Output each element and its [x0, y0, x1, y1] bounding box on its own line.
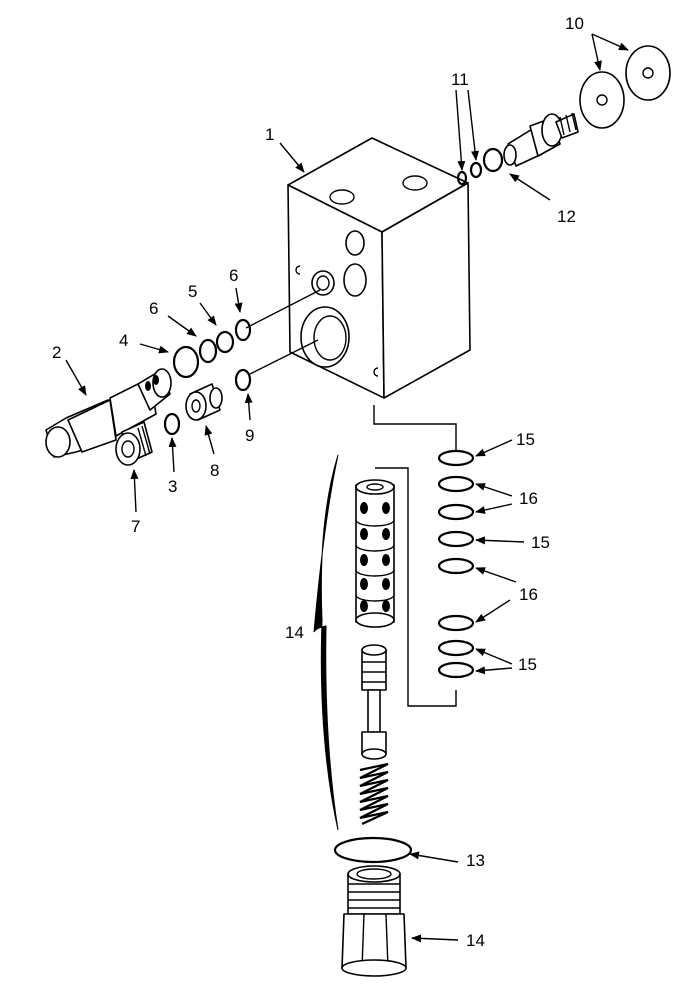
- ring-16-b: [437, 503, 475, 521]
- callout-16-bottom: 16: [519, 585, 538, 604]
- ring-16-c: [437, 557, 475, 575]
- spool: [361, 644, 387, 760]
- callout-15-bottom: 15: [518, 655, 537, 674]
- o-ring-9: [234, 368, 252, 392]
- backup-ring-6-right: [234, 318, 252, 342]
- valve-body-block: [287, 137, 471, 399]
- callout-12: 12: [557, 207, 576, 226]
- backup-ring-6-left: [198, 338, 218, 364]
- ring-11-right: [469, 161, 483, 179]
- ring-16-d: [437, 614, 475, 632]
- o-ring-13: [333, 836, 413, 864]
- ring-15-b: [437, 530, 475, 548]
- o-ring-12: [482, 147, 504, 173]
- callout-14-nut: 14: [466, 931, 485, 950]
- callout-15-top: 15: [516, 430, 535, 449]
- ring-16-a: [437, 475, 475, 493]
- callout-14-brace: 14: [285, 623, 304, 642]
- relief-valve-cartridge: [45, 368, 172, 458]
- assembly-brace-14: [313, 454, 339, 831]
- spring: [359, 762, 389, 825]
- callout-5: 5: [188, 282, 197, 301]
- callout-4: 4: [119, 331, 128, 350]
- callout-2: 2: [52, 343, 61, 362]
- callout-11: 11: [451, 70, 469, 89]
- callout-3: 3: [168, 477, 177, 496]
- callout-16-top: 16: [519, 489, 538, 508]
- o-ring-5: [215, 330, 235, 354]
- callout-7: 7: [131, 517, 140, 536]
- spool-sleeve: [355, 479, 395, 628]
- leader-sleeve-to-rings: [375, 467, 457, 707]
- callout-1: 1: [265, 125, 274, 144]
- callout-15-mid: 15: [531, 533, 550, 552]
- ring-15-a: [437, 449, 475, 467]
- callout-6-left: 6: [149, 299, 158, 318]
- plug-7: [115, 421, 153, 466]
- o-ring-3: [163, 412, 181, 436]
- ring-15-c: [437, 639, 475, 657]
- callout-leaders: [65, 33, 629, 943]
- callout-10: 10: [565, 14, 584, 33]
- cap-discs-10: [579, 45, 671, 129]
- callout-6-right: 6: [229, 266, 238, 285]
- o-ring-4: [172, 345, 200, 379]
- axis-line-lower: [249, 339, 319, 375]
- ring-15-d: [437, 661, 475, 679]
- callout-9: 9: [245, 426, 254, 445]
- ring-11-left: [456, 170, 468, 186]
- cap-nut-14: [341, 865, 407, 977]
- callout-8: 8: [210, 461, 219, 480]
- leader-to-sleeve-rings: [373, 405, 457, 450]
- plug-8: [185, 383, 223, 421]
- callout-13: 13: [466, 851, 485, 870]
- needle-valve-12: [503, 112, 579, 167]
- axis-line-upper: [245, 289, 321, 329]
